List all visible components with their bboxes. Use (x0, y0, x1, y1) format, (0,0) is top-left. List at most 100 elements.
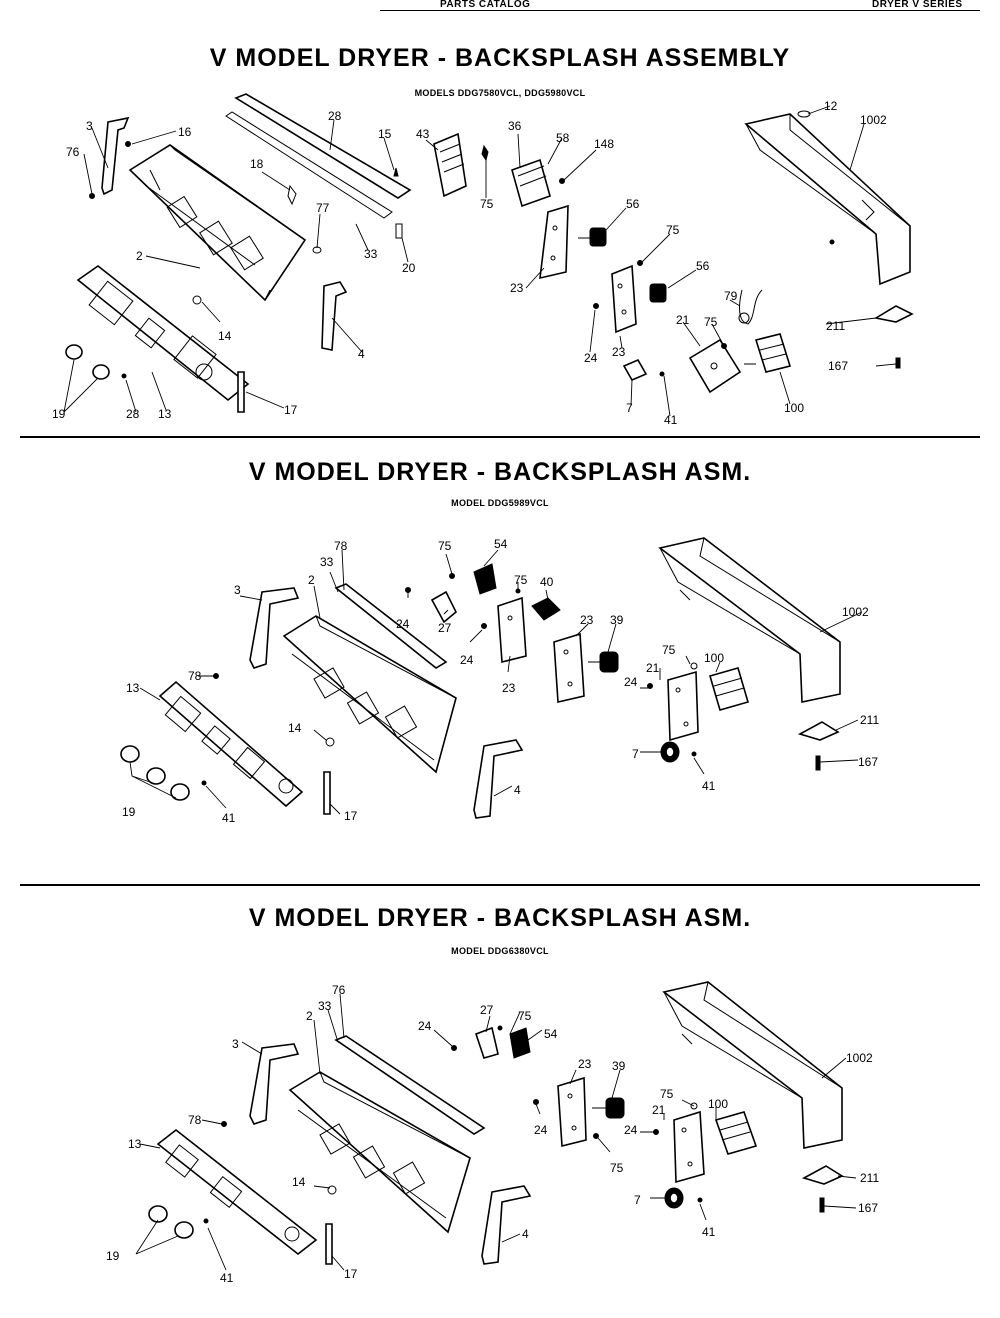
clip-part (121, 373, 127, 379)
bracket-part (481, 1185, 532, 1265)
screw-part (481, 144, 489, 162)
top-rail-part (334, 1035, 486, 1135)
callout-label: 19 (52, 407, 66, 421)
series-label: DRYER V SERIES (872, 0, 963, 10)
bracket-part (249, 587, 300, 669)
callout-label: 19 (122, 805, 136, 819)
holder-part (433, 132, 467, 198)
bracket-part (101, 116, 130, 196)
callout-label: 3 (232, 1037, 239, 1051)
callout-label: 24 (584, 351, 598, 365)
callout-label: 79 (724, 289, 738, 303)
callout-label: 58 (556, 131, 570, 145)
clip-part (801, 1165, 844, 1185)
leader-lines (135, 993, 857, 1271)
bracket-plate-part (539, 204, 569, 280)
callout-label: 167 (828, 359, 848, 373)
callout-label: 56 (696, 259, 710, 273)
callout-labels: 78 33 2 3 75 54 75 40 24 27 24 23 23 39 … (122, 537, 879, 825)
screw-part (393, 167, 399, 177)
callout-label: 41 (702, 779, 716, 793)
exploded-diagram-2: 78 33 2 3 75 54 75 40 24 27 24 23 23 39 … (120, 537, 879, 825)
bracket-plate-part (688, 338, 742, 394)
callout-label: 28 (126, 407, 140, 421)
callout-label: 23 (510, 281, 524, 295)
bracket-part (473, 739, 524, 819)
backguard-part (658, 537, 841, 703)
callout-label: 75 (480, 197, 494, 211)
callout-label: 12 (824, 99, 838, 113)
callout-label: 14 (292, 1175, 306, 1189)
knob-part (622, 358, 648, 382)
section-title: V MODEL DRYER - BACKSPLASH ASSEMBLY (209, 44, 791, 72)
callout-label: 33 (318, 999, 332, 1013)
callout-label: 14 (288, 721, 302, 735)
screw-part (533, 1099, 539, 1105)
clip-part (312, 246, 322, 254)
switch-part (511, 158, 551, 208)
callout-label: 23 (578, 1057, 592, 1071)
diagram-section-3: V MODEL DRYER - BACKSPLASH ASM. MODEL DD… (0, 888, 1000, 1318)
callout-label: 3 (86, 119, 93, 133)
screw-part (405, 587, 411, 593)
clip-part (325, 737, 335, 747)
backguard-part (744, 113, 911, 286)
callout-label: 17 (344, 1267, 358, 1281)
callout-label: 27 (480, 1003, 494, 1017)
bracket-part (430, 573, 457, 624)
callout-label: 41 (664, 413, 678, 427)
screw-part (221, 1121, 227, 1127)
switch-part (649, 283, 667, 303)
bracket-plate-part (667, 670, 699, 742)
callout-label: 24 (534, 1123, 548, 1137)
callout-label: 78 (188, 669, 202, 683)
callout-label: 23 (580, 613, 594, 627)
screw-part (895, 357, 901, 369)
bracket-part (474, 1026, 499, 1059)
screw-part (593, 1133, 599, 1139)
callout-label: 1002 (860, 113, 887, 127)
bracket-plate-part (611, 264, 637, 334)
callout-label: 4 (358, 347, 365, 361)
top-rail-part (334, 583, 448, 669)
screw-part (690, 662, 698, 670)
callout-label: 75 (666, 223, 680, 237)
callout-label: 77 (316, 201, 330, 215)
callout-label: 20 (402, 261, 416, 275)
callout-label: 27 (438, 621, 452, 635)
knob-part (664, 1187, 684, 1209)
console-frame-part (288, 1071, 471, 1234)
callout-label: 17 (284, 403, 298, 417)
knob-part (660, 741, 680, 763)
exploded-diagram-1: 3 76 16 28 15 18 77 33 20 2 43 75 36 58 … (52, 93, 914, 427)
clip-part (873, 305, 914, 323)
callout-label: 23 (502, 681, 516, 695)
screw-part (213, 673, 219, 679)
screw-part (89, 193, 95, 199)
screw-part (690, 1102, 698, 1110)
callout-label: 24 (624, 675, 638, 689)
screw-part (797, 110, 811, 118)
screw-part (819, 1197, 825, 1213)
bracket-part (321, 281, 348, 351)
callout-label: 167 (858, 1201, 878, 1215)
callout-label: 78 (188, 1113, 202, 1127)
section-models: MODELS DDG7580VCL, DDG5980VCL (414, 88, 586, 98)
section-title: V MODEL DRYER - BACKSPLASH ASM. (248, 904, 752, 932)
screw-part (829, 239, 835, 245)
bracket-plate-part (557, 1076, 587, 1148)
callout-label: 54 (494, 537, 508, 551)
control-panel-part (156, 1128, 318, 1256)
control-panel-part (76, 265, 250, 402)
switch-part (578, 227, 607, 247)
callout-label: 75 (518, 1009, 532, 1023)
callout-label: 33 (320, 555, 334, 569)
header-rule (380, 10, 980, 11)
timer-part (744, 333, 792, 373)
switch-part (473, 563, 497, 595)
callout-label: 167 (858, 755, 878, 769)
callout-label: 21 (652, 1103, 666, 1117)
callout-label: 76 (332, 983, 346, 997)
console-frame-part (282, 615, 457, 774)
callout-label: 28 (328, 109, 342, 123)
